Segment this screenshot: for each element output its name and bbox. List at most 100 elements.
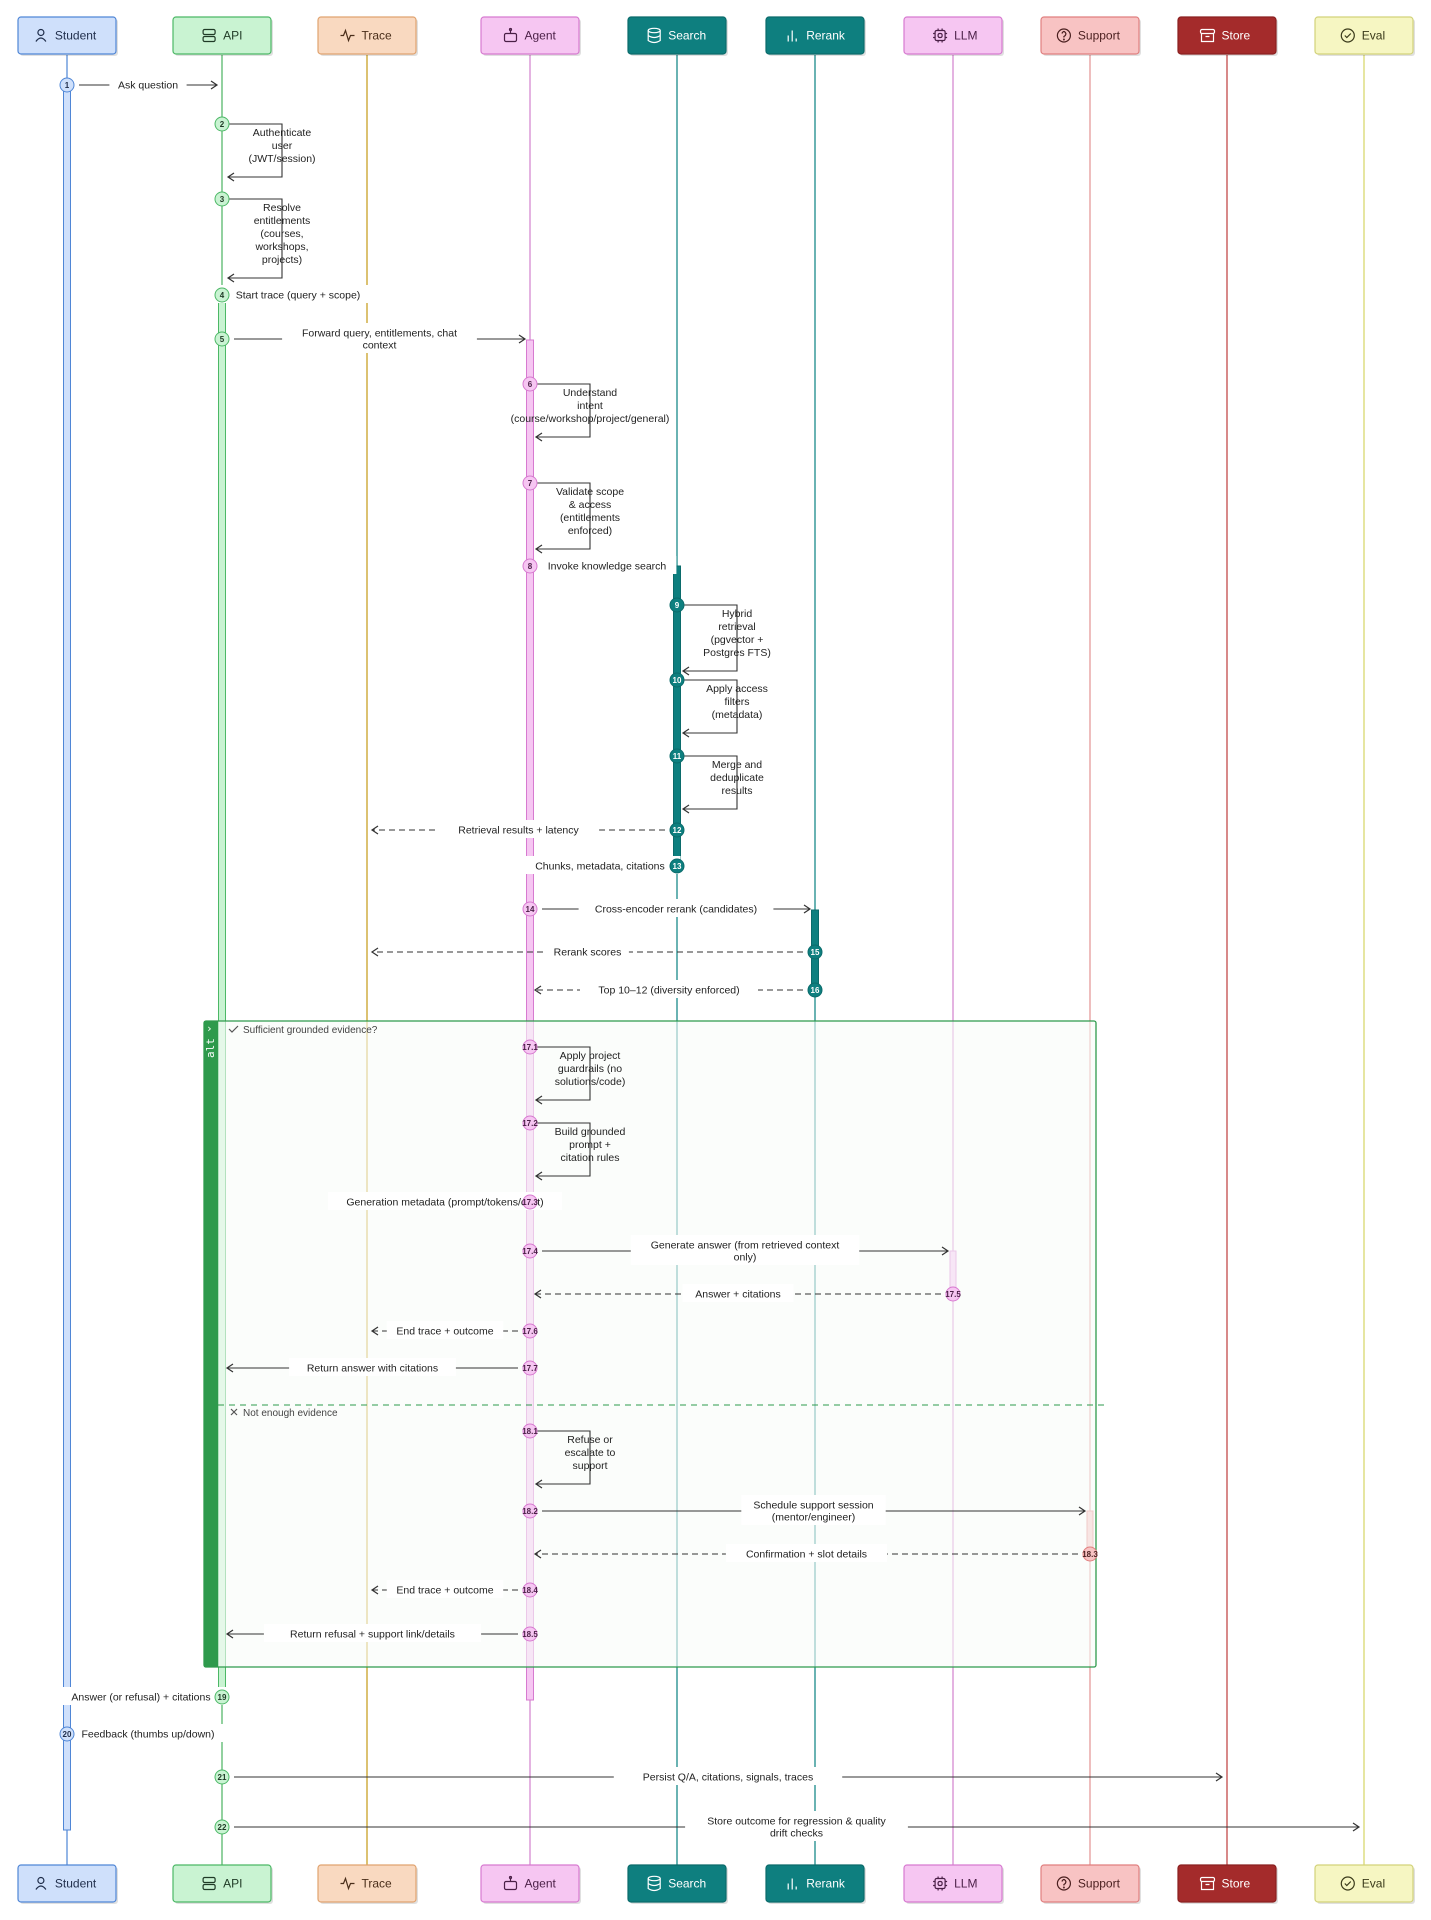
participant-agent-bottom[interactable]: Agent [480, 1864, 581, 1904]
participant-search-bottom[interactable]: Search [627, 1864, 728, 1904]
participant-trace-bottom[interactable]: Trace [317, 1864, 418, 1904]
participant-box [627, 1864, 727, 1903]
arrowhead [533, 985, 542, 995]
participant-llm-bottom[interactable]: LLM [903, 1864, 1004, 1904]
self-message-line [536, 1046, 591, 1101]
step-badge [669, 597, 685, 613]
message-label: Start trace (query + scope) [236, 290, 361, 302]
participant-label: Trace [362, 29, 393, 43]
step-number: 17.6 [522, 1327, 538, 1336]
step-badge [214, 1769, 230, 1785]
participant-label: Search [668, 29, 706, 43]
arrowhead [534, 1479, 543, 1489]
message-20: Feedback (thumbs up/down)20 [59, 1724, 223, 1742]
self-message-line [536, 383, 591, 438]
arrowhead [534, 1171, 543, 1181]
participant-box [627, 16, 727, 55]
participant-label: Eval [1362, 29, 1385, 43]
archive-icon [1199, 28, 1216, 43]
check-icon [228, 1025, 239, 1033]
participant-box [765, 16, 865, 55]
participant-rerank-bottom[interactable]: Rerank [765, 1864, 866, 1904]
label-background [537, 556, 677, 574]
message-label: Persist Q/A, citations, signals, traces [643, 1772, 813, 1784]
participant-support-top[interactable]: Support [1040, 16, 1141, 56]
participant-student-top[interactable]: Student [17, 16, 118, 56]
step-number: 18.4 [522, 1586, 538, 1595]
check-circle-icon [1340, 1876, 1355, 1891]
step-number: 3 [220, 195, 225, 204]
participant-agent-top[interactable]: Agent [480, 16, 581, 56]
server-icon [202, 1876, 216, 1891]
participant-store-top[interactable]: Store [1177, 16, 1278, 56]
message-label: Retrieval results + latency [458, 825, 579, 837]
label-background [741, 1495, 886, 1525]
label-background [519, 856, 681, 874]
message-label: Ask question [118, 80, 178, 92]
step-badge [669, 748, 685, 764]
archive-icon [1199, 1876, 1216, 1891]
step-badge [669, 672, 685, 688]
label-background [682, 1284, 794, 1302]
arrowhead [681, 666, 690, 676]
message-17-5: Answer + citations 17.5 [533, 1284, 961, 1302]
step-number: 18.3 [1082, 1550, 1098, 1559]
self-message-line [536, 1430, 591, 1485]
participant-eval-bottom[interactable]: Eval [1314, 1864, 1415, 1904]
message-label: Chunks, metadata, citations [535, 861, 665, 873]
label-background [217, 285, 379, 303]
participant-label: Eval [1362, 1877, 1385, 1891]
participant-store-bottom[interactable]: Store [1177, 1864, 1278, 1904]
message-label: Top 10–12 (diversity enforced) [598, 985, 739, 997]
participant-eval-top[interactable]: Eval [1314, 16, 1415, 56]
participant-box [903, 16, 1003, 55]
step-number: 17.4 [522, 1247, 538, 1256]
participant-student-bottom[interactable]: Student [17, 1864, 118, 1904]
participant-support-bottom[interactable]: Support [1040, 1864, 1141, 1904]
message-label: Invoke knowledge search [548, 561, 667, 573]
step-number: 18.1 [522, 1427, 538, 1436]
cpu-icon [933, 28, 948, 43]
participant-api-top[interactable]: API [172, 16, 273, 56]
arrowhead [1078, 1506, 1087, 1516]
step-badge [807, 944, 823, 960]
label-background [282, 323, 477, 353]
step-number: 14 [526, 905, 535, 914]
step-badge [1082, 1546, 1098, 1562]
participant-label: Rerank [806, 1877, 846, 1891]
step-number: 10 [673, 676, 682, 685]
step-number: 17.5 [945, 1290, 961, 1299]
step-badge [522, 475, 538, 491]
participant-trace-top[interactable]: Trace [317, 16, 418, 56]
participant-rerank-top[interactable]: Rerank [765, 16, 866, 56]
label-background [578, 899, 774, 917]
message-label: Cross-encoder rerank (candidates) [595, 904, 757, 916]
message-label: Answer + citations [695, 1289, 781, 1301]
alt-fragment-tab [204, 1021, 218, 1667]
activation-bar-agent [526, 339, 534, 1701]
cpu-icon [933, 1876, 948, 1891]
arrowhead [225, 1363, 234, 1373]
step-number: 18.2 [522, 1507, 538, 1516]
participant-box [1177, 1864, 1277, 1903]
participant-api-bottom[interactable]: API [172, 1864, 273, 1904]
participant-search-top[interactable]: Search [627, 16, 728, 56]
arrowhead [533, 1289, 542, 1299]
self-message-line [536, 482, 591, 550]
participant-llm-top[interactable]: LLM [903, 16, 1004, 56]
step-badge [522, 1115, 538, 1131]
participant-box [317, 16, 417, 55]
